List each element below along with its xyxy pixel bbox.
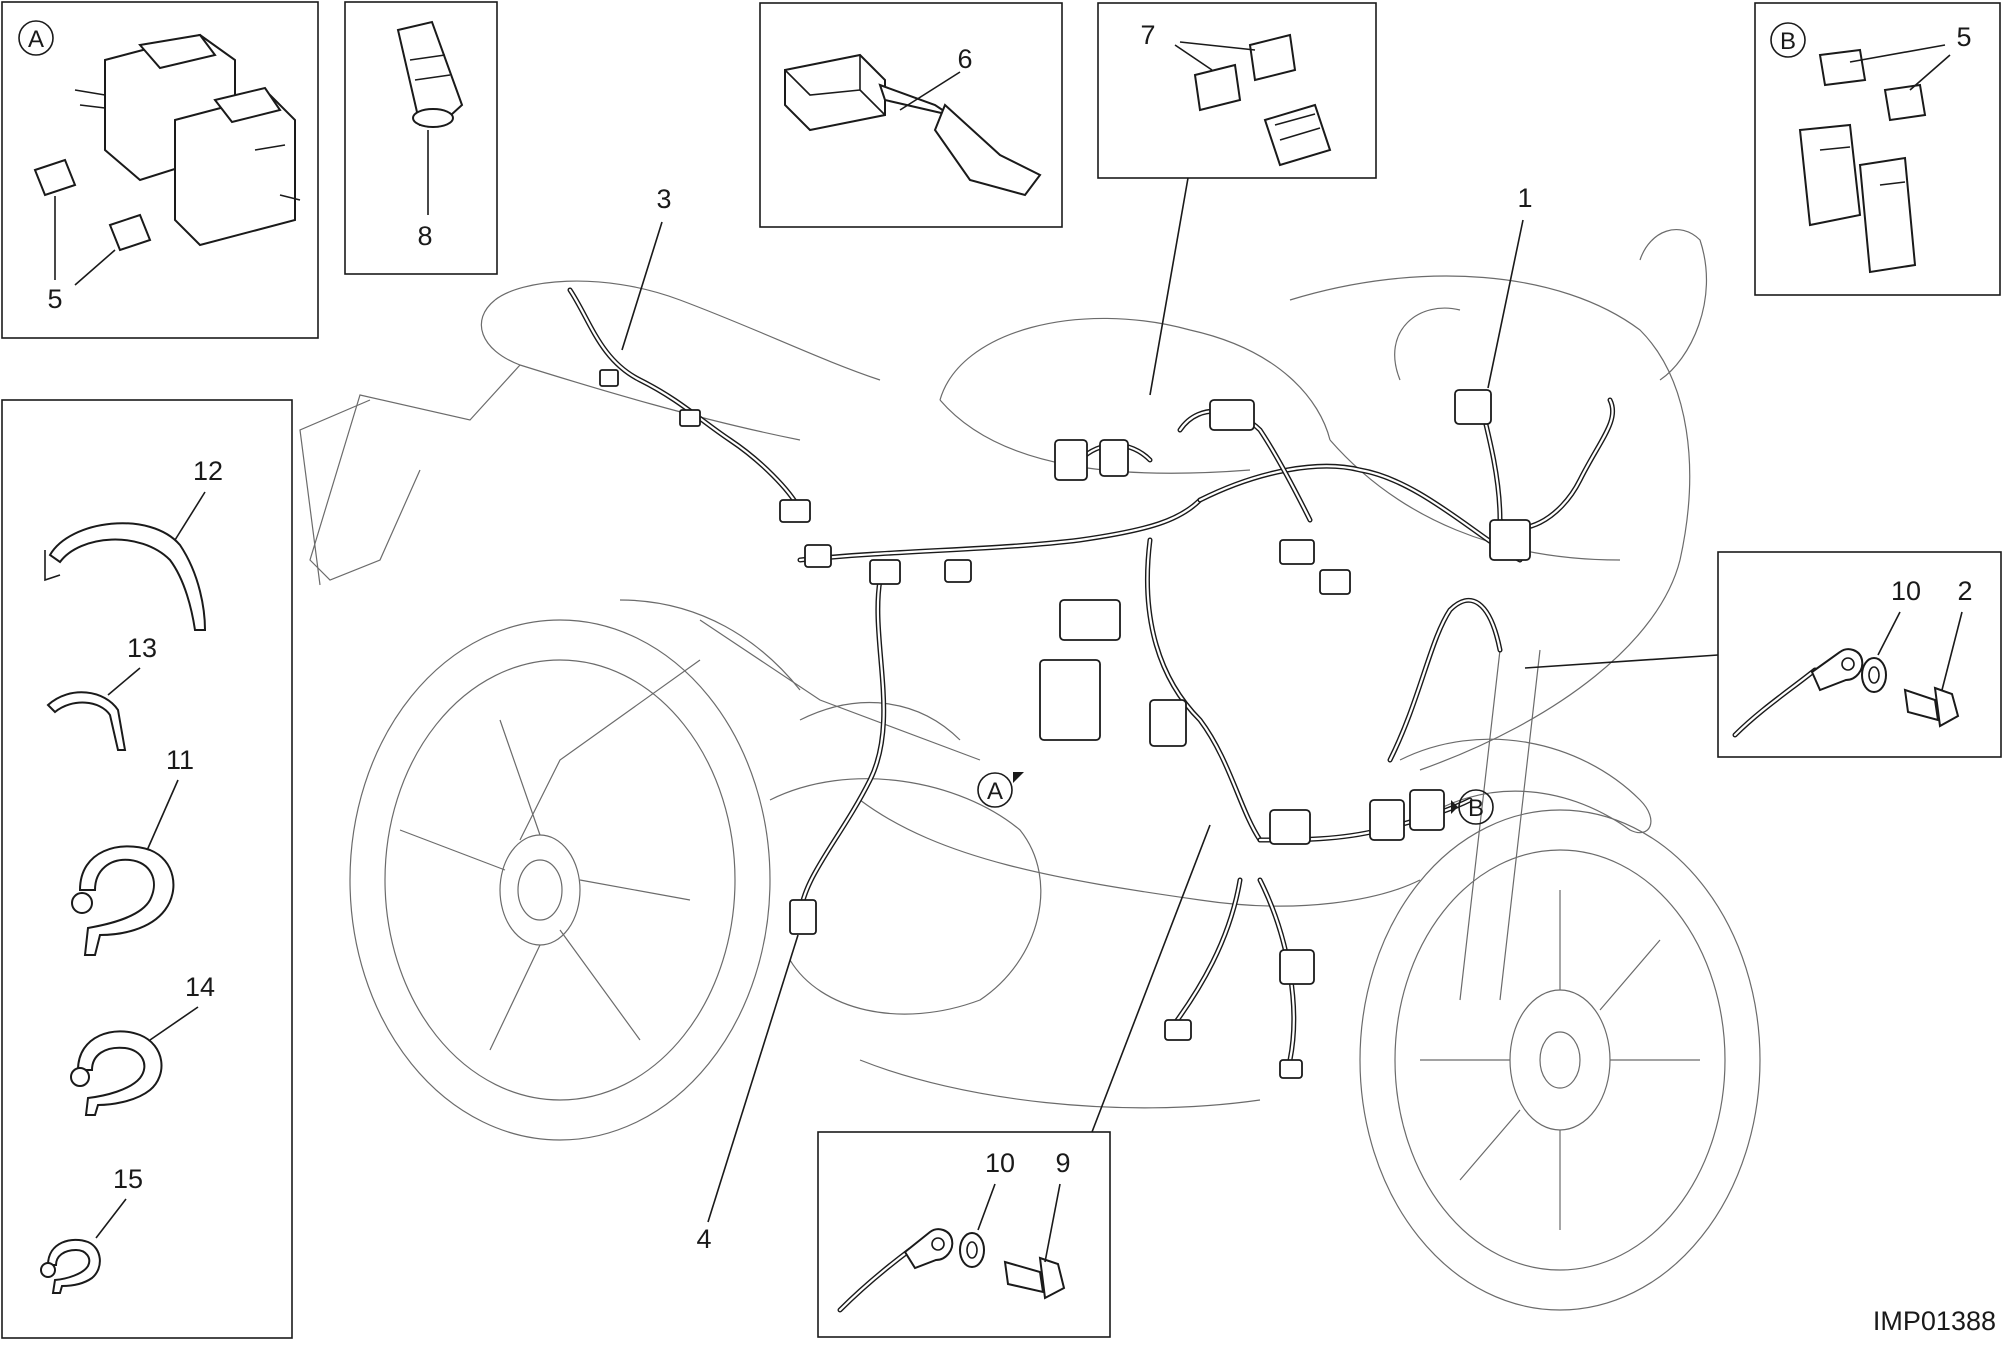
cable-tie-large-icon: [44, 522, 207, 631]
detail-box-7: 7: [1097, 2, 1377, 179]
callout-2: 2: [1957, 576, 1972, 606]
leader-4: [707, 934, 799, 1223]
callout-12: 12: [193, 456, 223, 486]
leader-7: [1149, 177, 1189, 396]
callout-5-b: 5: [1956, 22, 1971, 52]
leader-3: [621, 221, 663, 351]
detail-box-b: B 5: [1754, 2, 2001, 296]
tag-b-arrow: [1451, 800, 1458, 814]
clip-small-icon: [40, 1238, 101, 1294]
relay-icon: [1193, 33, 1332, 167]
leader-9-box: [1091, 824, 1211, 1133]
blade-fuse-icon: [33, 158, 152, 252]
callout-4: 4: [696, 1224, 711, 1254]
rubber-cap-icon: [396, 20, 464, 128]
ground-terminal-bottom-icon: [837, 1228, 954, 1313]
fuse-box-a-icon: [74, 33, 301, 247]
callout-10-bottom: 10: [985, 1148, 1015, 1178]
serrated-washer-bottom-icon: [959, 1232, 985, 1268]
clip-medium-icon: [70, 1030, 163, 1116]
blade-fuse-b-icon: [1818, 48, 1927, 122]
tag-a-arrow: [1013, 772, 1024, 783]
motorcycle-outline: [299, 229, 1761, 1311]
callout-11: 11: [166, 745, 194, 775]
detail-box-a: A 5: [1, 1, 319, 339]
bolt-icon: [1903, 686, 1960, 728]
clip-large-icon: [71, 845, 175, 956]
drawing-code: IMP01388: [1873, 1306, 1996, 1336]
tag-a-on-bike: A: [987, 778, 1003, 805]
tag-a-circle: [977, 772, 1013, 808]
detail-box-8: 8: [344, 1, 498, 275]
callout-1: 1: [1517, 183, 1532, 213]
leader-2-box: [1524, 654, 1719, 669]
detail-box-2-10: 10 2: [1717, 551, 2002, 758]
callout-5-a: 5: [47, 284, 62, 314]
tag-b-circle: [1458, 789, 1494, 825]
callout-7: 7: [1140, 20, 1155, 50]
callout-15: 15: [113, 1164, 143, 1194]
tag-b-on-bike: B: [1468, 795, 1484, 822]
fuse-holder-b-icon: [1798, 123, 1917, 274]
bolt-bottom-icon: [1003, 1256, 1066, 1300]
detail-tag-a: A: [28, 26, 44, 53]
detail-box-6: 6: [759, 2, 1063, 228]
callout-3: 3: [656, 184, 671, 214]
ground-terminal-icon: [1732, 648, 1864, 738]
detail-box-clips: 12 13 11 14 15: [1, 399, 293, 1339]
callout-13: 13: [127, 633, 157, 663]
callout-8: 8: [417, 221, 432, 251]
detail-box-9-10: 10 9: [817, 1131, 1111, 1338]
callout-9: 9: [1055, 1148, 1070, 1178]
detail-tag-b: B: [1780, 28, 1796, 55]
harness-connectors: [599, 369, 1531, 1079]
leader-1: [1487, 219, 1524, 389]
callout-14: 14: [185, 972, 215, 1002]
connector-cap-icon: [784, 53, 1042, 197]
callout-6: 6: [957, 44, 972, 74]
callout-10-right: 10: [1891, 576, 1921, 606]
serrated-washer-icon: [1861, 657, 1887, 693]
cable-tie-small-icon: [46, 691, 127, 751]
